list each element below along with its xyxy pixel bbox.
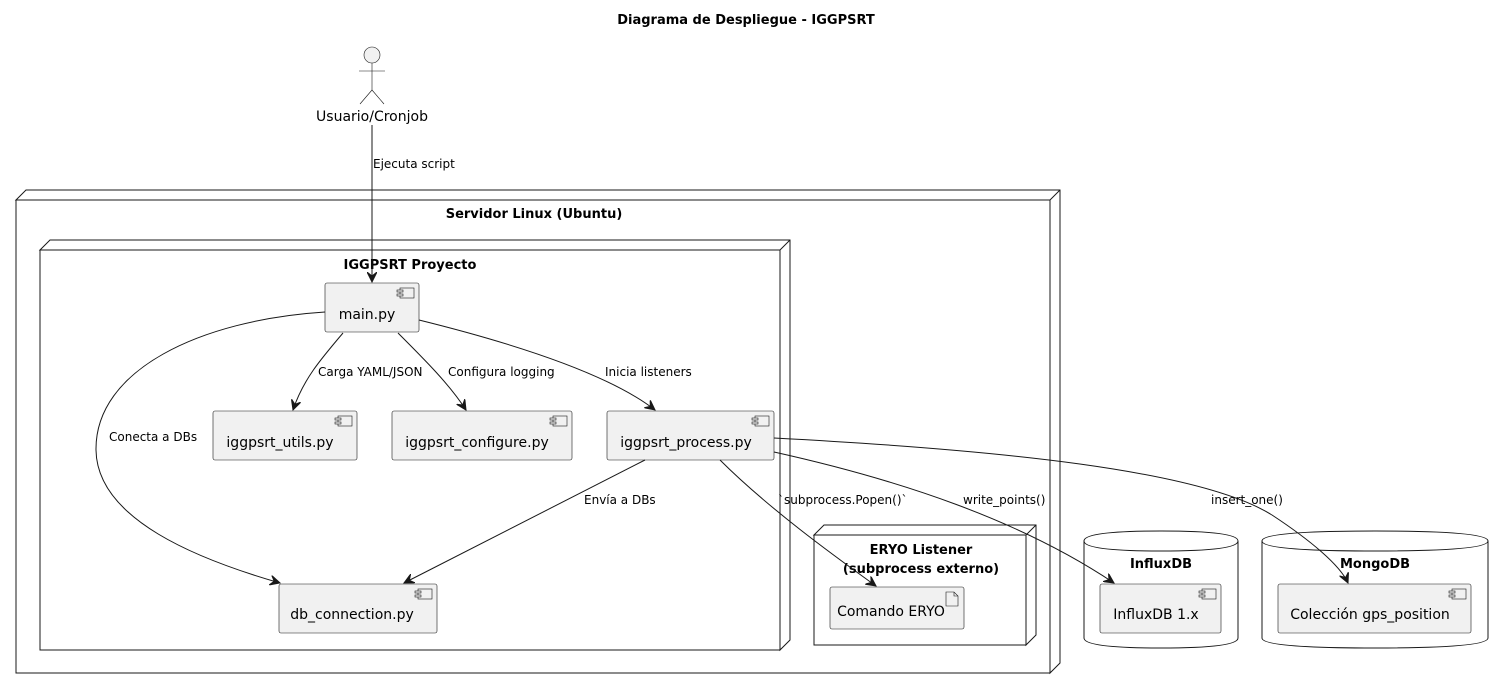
main-py-label: main.py: [339, 307, 396, 323]
component-iggpsrt-process: iggpsrt_process.py: [606, 410, 775, 461]
edge-ejecuta-script: Ejecuta script: [372, 125, 455, 282]
edge-label-inicia: Inicia listeners: [605, 365, 692, 379]
coleccion-label: Colección gps_position: [1290, 607, 1450, 623]
actor-stick-figure-icon: [359, 46, 385, 105]
component-icon: [396, 287, 415, 299]
influxdb-title: InfluxDB: [1130, 557, 1192, 572]
component-icon: [414, 588, 433, 600]
edge-insert-one: insert_one(): [773, 437, 1348, 583]
artifact-comando-eryo: Comando ERYO: [829, 586, 965, 630]
edge-label-conecta: Conecta a DBs: [109, 430, 197, 444]
eryo-node-title-line1: ERYO Listener: [870, 543, 973, 558]
component-db-connection: db_connection.py: [278, 583, 438, 634]
eryo-node-title-line2: (subprocess externo): [843, 562, 999, 577]
component-icon: [751, 415, 770, 427]
actor-usuario-cronjob: Usuario/Cronjob: [316, 46, 428, 125]
edge-envia-a-dbs: Envía a DBs: [404, 459, 656, 583]
edge-configura-logging: Configura logging: [397, 332, 555, 410]
edge-inicia-listeners: Inicia listeners: [418, 319, 692, 410]
comando-eryo-label: Comando ERYO: [837, 604, 945, 620]
component-icon: [549, 415, 568, 427]
project-node-title: IGGPSRT Proyecto: [344, 258, 477, 273]
edge-conecta-a-dbs: Conecta a DBs: [95, 311, 326, 583]
component-influxdb-1x: InfluxDB 1.x: [1099, 583, 1222, 634]
influxdb-1x-label: InfluxDB 1.x: [1113, 607, 1198, 623]
edge-label-insert-one: insert_one(): [1211, 493, 1283, 507]
edge-label-configura: Configura logging: [448, 365, 555, 379]
edge-label-popen: `subprocess.Popen()`: [778, 493, 908, 507]
edge-write-points: write_points(): [773, 451, 1114, 583]
component-iggpsrt-configure: iggpsrt_configure.py: [391, 410, 573, 461]
edge-carga-yaml-json: Carga YAML/JSON: [293, 332, 423, 410]
server-node-title: Servidor Linux (Ubuntu): [446, 207, 623, 222]
component-icon: [1198, 588, 1217, 600]
edge-subprocess-popen: `subprocess.Popen()`: [719, 459, 908, 586]
diagram-title: Diagrama de Despliegue - IGGPSRT: [617, 13, 875, 28]
edge-label-envia: Envía a DBs: [584, 493, 656, 507]
artifact-icon: [945, 591, 959, 607]
edge-label-write-points: write_points(): [963, 493, 1045, 507]
db-connection-label: db_connection.py: [290, 607, 414, 623]
process-label: iggpsrt_process.py: [620, 435, 752, 451]
edge-label-carga: Carga YAML/JSON: [318, 365, 423, 379]
component-icon: [1448, 588, 1467, 600]
component-icon: [334, 415, 353, 427]
configure-label: iggpsrt_configure.py: [405, 435, 549, 451]
component-main-py: main.py: [324, 282, 420, 333]
edge-label-ejecuta: Ejecuta script: [373, 157, 455, 171]
component-iggpsrt-utils: iggpsrt_utils.py: [212, 410, 358, 461]
component-coleccion-gps-position: Colección gps_position: [1277, 583, 1472, 634]
mongodb-title: MongoDB: [1340, 557, 1410, 572]
utils-label: iggpsrt_utils.py: [226, 435, 333, 451]
actor-label: Usuario/Cronjob: [316, 109, 428, 125]
